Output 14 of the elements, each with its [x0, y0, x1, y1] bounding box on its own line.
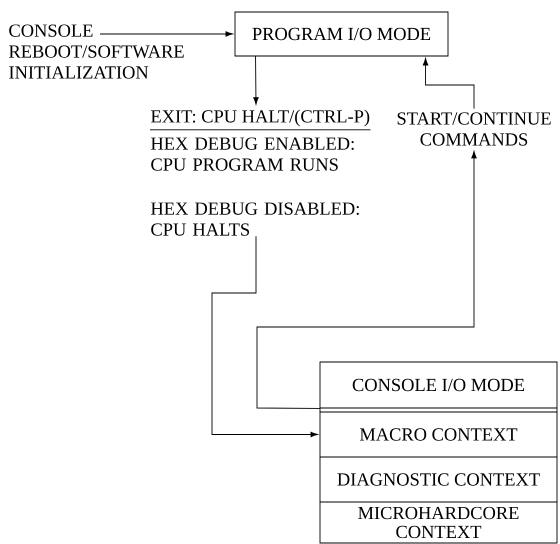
arrow: [253, 56, 259, 105]
context-box: CONSOLE I/O MODE: [320, 362, 558, 408]
mode-box: PROGRAM I/O MODE: [234, 12, 448, 56]
arrow: [100, 31, 233, 37]
arrow: [422, 58, 474, 110]
context-box: MACRO CONTEXT: [320, 412, 558, 458]
context-box: DIAGNOSTIC CONTEXT: [320, 456, 558, 502]
text-label: START/CONTINUE COMMANDS: [398, 112, 551, 146]
arrow: [256, 151, 477, 409]
text-label: HEX DEBUG DISABLED: CPU HALTS: [151, 202, 359, 236]
text-label: CONSOLE REBOOT/SOFTWARE INITIALIZATION: [9, 24, 184, 79]
arrow: [212, 236, 318, 438]
exit-label: EXIT: CPU HALT/(CTRL-P): [150, 110, 371, 130]
context-box: MICROHARDCORE CONTEXT: [320, 502, 558, 544]
